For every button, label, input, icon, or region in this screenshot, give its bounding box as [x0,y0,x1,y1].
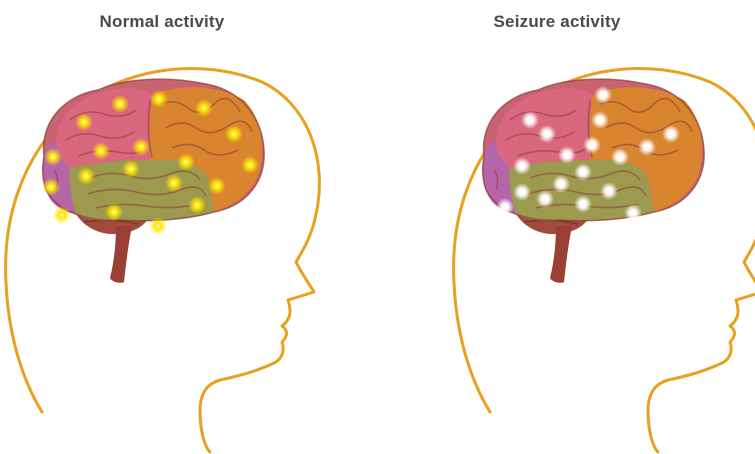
panel-title-normal: Normal activity [0,12,351,32]
panel-seizure-activity: Seizure activity [378,0,755,454]
panel-normal-activity: Normal activity [0,0,378,454]
panel-title-seizure: Seizure activity [432,12,682,32]
